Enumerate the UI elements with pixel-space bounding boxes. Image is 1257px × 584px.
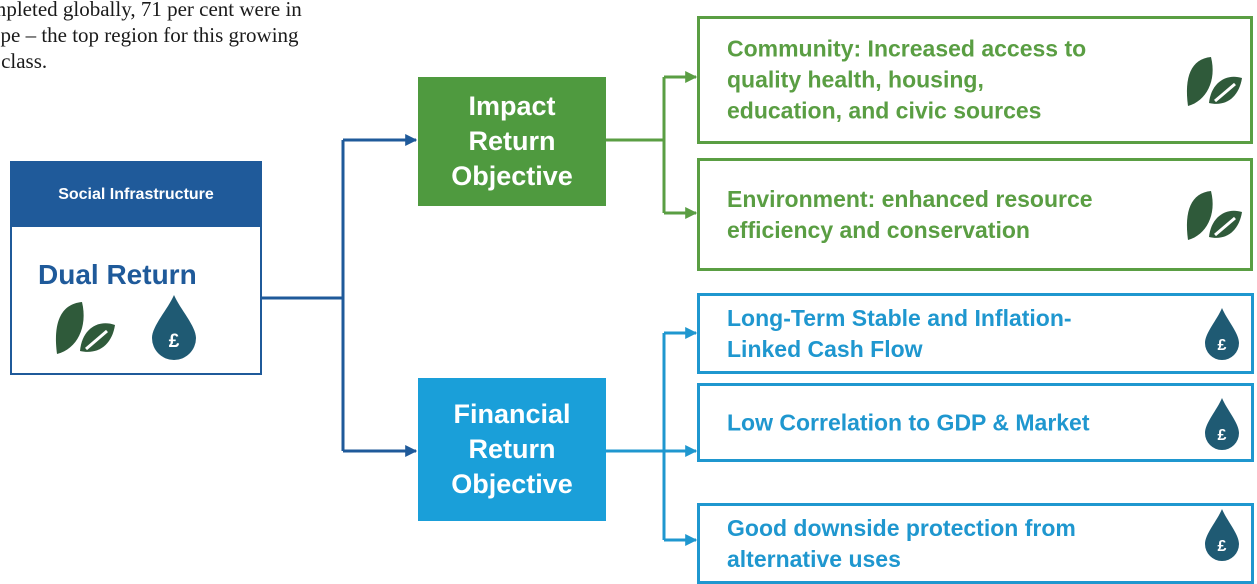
outcome-text: Good downside protection from alternativ… xyxy=(727,514,1076,572)
impact-return-objective: Impact Return Objective xyxy=(418,77,606,206)
outcome-downside-protection: Good downside protection from alternativ… xyxy=(697,503,1254,584)
intro-text: mpleted globally, 71 per cent were in op… xyxy=(0,0,390,74)
financial-objective-label: Financial Return Objective xyxy=(451,399,573,499)
pound-symbol: £ xyxy=(169,331,180,352)
leaf-icon xyxy=(1186,191,1242,240)
intro-line: t class. xyxy=(0,49,48,73)
leaf-icon xyxy=(55,302,115,354)
impact-objective-label: Impact Return Objective xyxy=(451,91,573,191)
pound-drop-icon: £ xyxy=(152,295,196,360)
outcome-text: Community: Increased access to quality h… xyxy=(727,35,1087,124)
financial-return-objective: Financial Return Objective xyxy=(418,378,606,521)
outcome-text: Environment: enhanced resource efficienc… xyxy=(727,185,1093,243)
intro-line: ope – the top region for this growing xyxy=(0,23,299,47)
social-infrastructure-header: Social Infrastructure xyxy=(12,163,260,227)
outcome-text: Low Correlation to GDP & Market xyxy=(727,409,1090,435)
leaf-icon xyxy=(1186,57,1242,106)
pound-drop-icon: £ xyxy=(1205,398,1239,450)
outcome-environment: Environment: enhanced resource efficienc… xyxy=(697,158,1253,271)
social-infrastructure-box: Social Infrastructure Dual Return £ xyxy=(10,161,262,375)
outcome-low-correlation: Low Correlation to GDP & Market £ xyxy=(697,383,1254,462)
pound-symbol: £ xyxy=(1218,427,1227,444)
pound-drop-icon: £ xyxy=(1205,509,1239,561)
intro-line: mpleted globally, 71 per cent were in xyxy=(0,0,302,21)
outcome-community: Community: Increased access to quality h… xyxy=(697,16,1253,144)
pound-symbol: £ xyxy=(1218,337,1227,354)
pound-drop-icon: £ xyxy=(1205,308,1239,360)
outcome-cash-flow: Long-Term Stable and Inflation- Linked C… xyxy=(697,293,1254,374)
outcome-text: Long-Term Stable and Inflation- Linked C… xyxy=(727,304,1072,362)
dual-return-title: Dual Return xyxy=(38,259,197,290)
pound-symbol: £ xyxy=(1218,538,1227,555)
